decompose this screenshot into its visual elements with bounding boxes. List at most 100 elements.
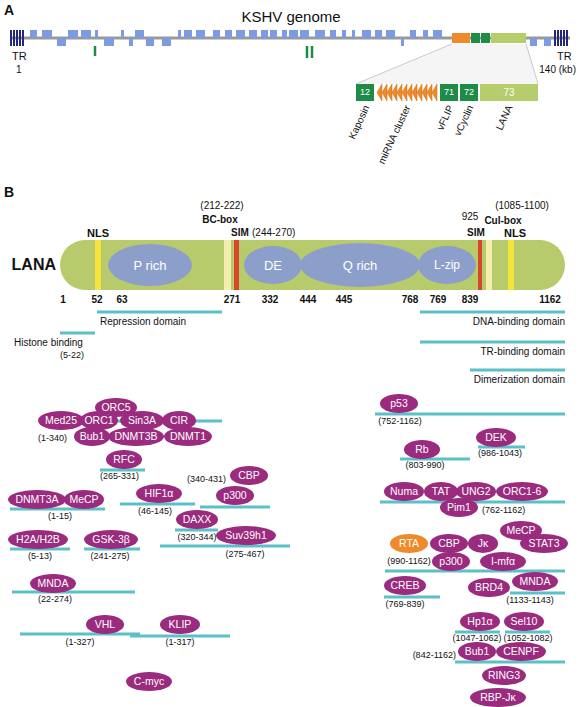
interactor-oval: Med25 xyxy=(38,411,84,430)
range-bar xyxy=(200,506,270,509)
residue-range: (241-275) xyxy=(90,552,129,561)
residue-number: 271 xyxy=(224,295,241,305)
box-shape xyxy=(440,84,458,101)
interactor-oval: Sin3A xyxy=(120,411,164,430)
node-label: VHL xyxy=(86,615,124,634)
gene-tick xyxy=(311,46,314,58)
oval-shape xyxy=(120,411,164,430)
gene-block xyxy=(196,30,205,38)
residue-range: (1-15) xyxy=(48,512,72,521)
zoom-wedge xyxy=(356,44,538,84)
gene-name: vCyclin xyxy=(453,104,476,137)
gene-block xyxy=(225,30,232,38)
gene-block xyxy=(423,30,428,38)
oval-shape xyxy=(418,246,476,284)
gene-name: vFLIP xyxy=(435,104,455,132)
terminal-repeat xyxy=(22,30,24,46)
node-label: KLIP xyxy=(160,615,200,634)
residue-range: (842-1162) xyxy=(413,651,456,660)
node-label: RBP-Jκ xyxy=(470,688,526,707)
terminal-repeat xyxy=(557,30,559,46)
locus-block xyxy=(481,33,490,43)
gene-block xyxy=(544,38,551,46)
gene-block xyxy=(330,30,336,38)
oval-shape xyxy=(230,466,268,485)
gene-block xyxy=(81,30,91,38)
gene-block xyxy=(300,30,309,38)
repeat-label: TR xyxy=(12,51,27,62)
interactor-oval: RFC xyxy=(106,450,142,469)
gene-block xyxy=(342,30,346,38)
residue-number: 444 xyxy=(300,295,317,305)
oval-shape xyxy=(106,450,142,469)
interactor-oval: Suv39h1 xyxy=(216,526,276,545)
oval-shape xyxy=(460,612,500,631)
node-label: Bub1 xyxy=(458,642,496,661)
residue-range: (5-22) xyxy=(60,351,84,360)
gene-block xyxy=(433,30,442,38)
oval-shape xyxy=(468,534,498,553)
residue-range: (986-1043) xyxy=(478,449,522,458)
interactor-oval: ORC1-6 xyxy=(496,482,548,501)
protein-name: LANA xyxy=(10,240,56,290)
oval-shape xyxy=(504,612,544,631)
mirna-chevron xyxy=(407,84,412,101)
oval-shape xyxy=(108,244,192,286)
motif-name: NLS xyxy=(504,228,526,239)
gene-block xyxy=(95,30,98,38)
node-label: H2A/H2B xyxy=(8,530,68,549)
node-label: Pim1 xyxy=(440,498,478,517)
box-shape xyxy=(356,84,374,101)
region-name: DNA-binding domain xyxy=(473,317,565,327)
gene-block xyxy=(270,30,277,38)
box-shape xyxy=(460,84,478,101)
node-label: Numa xyxy=(384,482,424,501)
residue-range: (1047-1062) xyxy=(452,634,501,643)
gene-block xyxy=(121,30,124,38)
node-label: Hp1α xyxy=(460,612,500,631)
axis-number: 140 (kb) xyxy=(539,65,576,75)
oval-shape xyxy=(136,484,182,503)
motif-stripe xyxy=(234,240,239,290)
node-label: 12 xyxy=(356,84,374,101)
interactor-oval: CBP xyxy=(430,534,468,553)
residue-number: 1 xyxy=(60,295,66,305)
region-name: Dimerization domain xyxy=(474,375,565,385)
bar-shape xyxy=(60,240,565,290)
gene-box: 71 xyxy=(440,84,458,101)
node-label: DAXX xyxy=(176,510,218,529)
oval-shape xyxy=(496,482,548,501)
interactor-oval: RBP-Jκ xyxy=(470,688,526,707)
interactor-oval: Bub1 xyxy=(74,427,110,446)
box-shape xyxy=(480,84,538,101)
oval-shape xyxy=(30,574,76,593)
node-label: p300 xyxy=(432,552,470,571)
range-bar xyxy=(385,570,565,573)
oval-shape xyxy=(470,688,526,707)
node-label: Suv39h1 xyxy=(216,526,276,545)
interactor-oval: DEK xyxy=(476,428,516,447)
interactor-oval: Bub1 xyxy=(458,642,496,661)
oval-shape xyxy=(384,576,426,595)
interactor-oval: p300 xyxy=(216,486,254,505)
oval-shape xyxy=(160,615,200,634)
node-label: Bub1 xyxy=(74,427,110,446)
oval-shape xyxy=(80,411,118,430)
residue-range: (1-340) xyxy=(38,434,67,443)
gene-name: LANA xyxy=(494,104,514,132)
interactor-oval: I-mfα xyxy=(480,552,526,571)
interactor-oval: VHL xyxy=(86,615,124,634)
node-label: STAT3 xyxy=(520,534,568,553)
node-label: Sel10 xyxy=(504,612,544,631)
range-bar xyxy=(97,311,222,314)
region-name: Histone binding xyxy=(14,338,83,348)
node-label: DE xyxy=(244,246,302,284)
node-label: 72 xyxy=(460,84,478,101)
node-label: CREB xyxy=(384,576,426,595)
oval-shape xyxy=(380,394,418,413)
node-label: CBP xyxy=(430,534,468,553)
gene-block xyxy=(282,30,287,38)
oval-shape xyxy=(244,246,302,284)
oval-shape xyxy=(8,490,66,509)
oval-shape xyxy=(404,440,440,459)
